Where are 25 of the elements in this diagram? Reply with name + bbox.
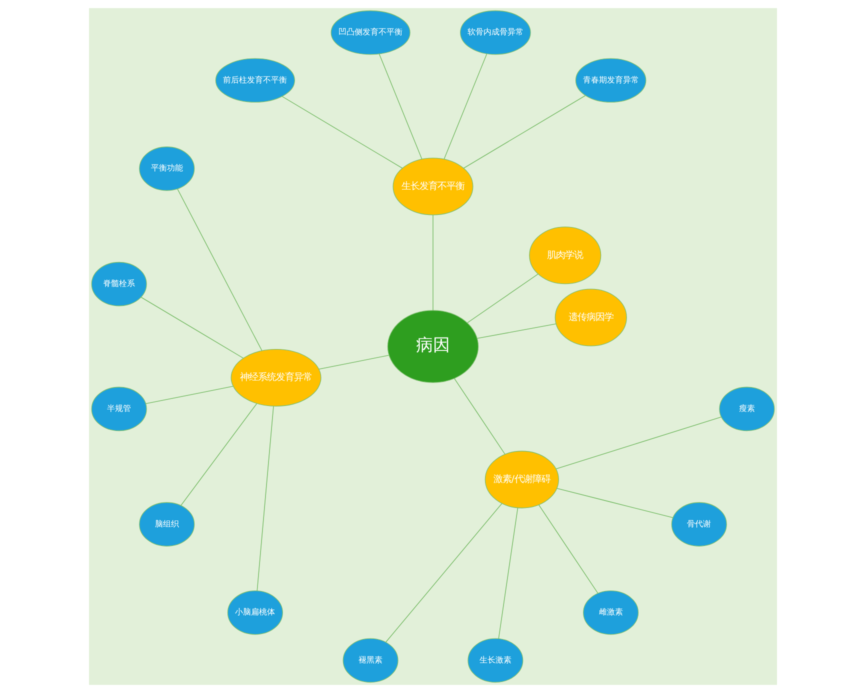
node-ellipse: 激素/代谢障碍: [484, 450, 559, 508]
connector: [140, 296, 244, 359]
connector: [432, 214, 434, 311]
node-ellipse: 遗传病因学: [554, 288, 627, 346]
connector: [463, 95, 586, 169]
connector: [180, 403, 258, 506]
connector: [282, 96, 403, 169]
connector: [498, 507, 518, 639]
connector: [256, 406, 274, 592]
connector: [146, 386, 234, 404]
connector: [177, 188, 262, 351]
node-ellipse: 生长发育不平衡: [392, 158, 474, 216]
connector: [444, 54, 488, 160]
node-ellipse: 病因: [387, 310, 479, 383]
connector: [318, 354, 390, 370]
node-ellipse: 肌肉学说: [529, 226, 602, 284]
connector: [556, 416, 722, 470]
connector: [556, 488, 674, 518]
connector: [378, 54, 422, 160]
node-ellipse: 神经系统发育异常: [230, 348, 322, 406]
connector: [476, 324, 556, 339]
connector: [386, 503, 502, 642]
connector: [538, 504, 598, 594]
connector: [454, 378, 506, 455]
connector: [466, 274, 538, 324]
